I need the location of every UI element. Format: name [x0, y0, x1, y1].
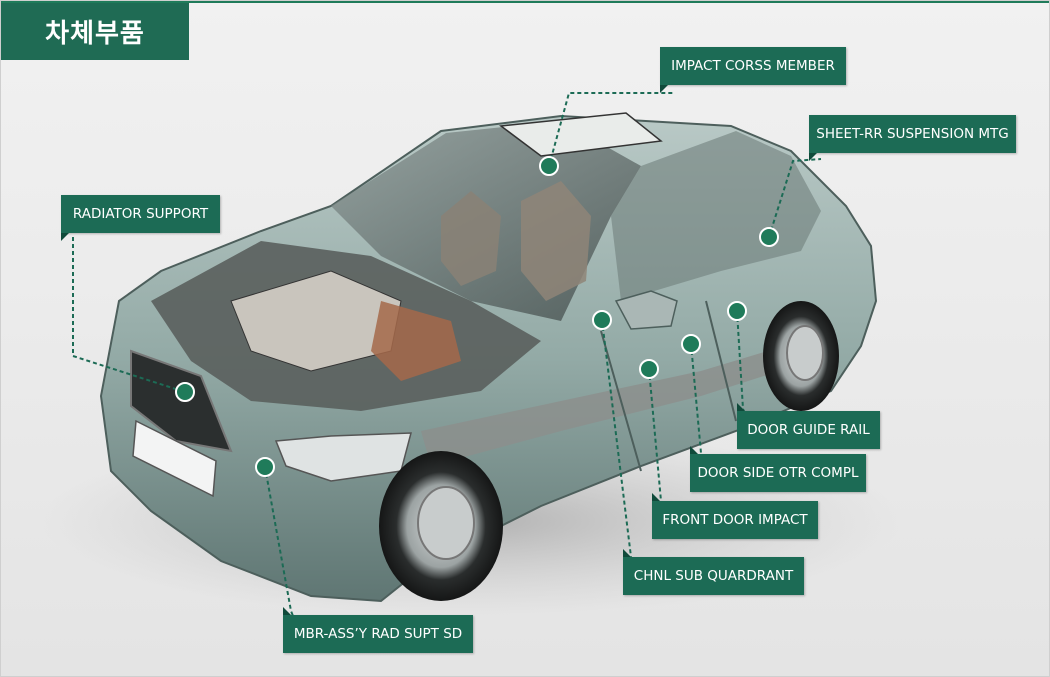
- door-line: [600, 330, 642, 472]
- part-label-text: MBR-ASS’Y RAD SUPT SD: [293, 626, 463, 642]
- label-chnl-sub-quardrant[interactable]: CHNL SUB QUARDRANT: [623, 549, 804, 595]
- leader-line: [768, 158, 822, 238]
- title-box: 차체부품: [1, 3, 189, 60]
- leader-line: [601, 319, 636, 579]
- label-radiator-support[interactable]: RADIATOR SUPPORT: [61, 195, 220, 241]
- seat: [521, 181, 591, 301]
- label-front-door-impact[interactable]: FRONT DOOR IMPACT: [652, 493, 818, 539]
- side-mirror: [614, 290, 678, 330]
- part-label-text: DOOR SIDE OTR COMPL: [697, 465, 859, 481]
- marker-dot: [175, 382, 195, 402]
- top-border-line: [1, 1, 1049, 3]
- chassis-frame: [421, 341, 811, 466]
- marker-dot: [759, 227, 779, 247]
- marker-dot: [639, 359, 659, 379]
- label-door-side-otr-compl[interactable]: DOOR SIDE OTR COMPL: [690, 446, 866, 492]
- leader-line: [690, 343, 707, 476]
- part-label-text: CHNL SUB QUARDRANT: [633, 568, 794, 584]
- marker-dot: [727, 301, 747, 321]
- marker-dot: [681, 334, 701, 354]
- part-label-text: SHEET-RR SUSPENSION MTG: [816, 126, 1009, 142]
- label-impact-corss-member[interactable]: IMPACT CORSS MEMBER: [660, 47, 846, 93]
- license-plate: [132, 419, 217, 498]
- engine-part: [371, 301, 461, 381]
- part-label-text: RADIATOR SUPPORT: [72, 206, 209, 222]
- door-line: [705, 300, 737, 422]
- label-door-guide-rail[interactable]: DOOR GUIDE RAIL: [737, 403, 880, 449]
- rear-wheel-hub: [786, 325, 824, 381]
- rear-glass: [611, 131, 821, 301]
- front-wheel-hub: [417, 486, 475, 560]
- marker-dot: [539, 156, 559, 176]
- marker-dot: [255, 457, 275, 477]
- sunroof: [499, 112, 663, 157]
- part-label-text: DOOR GUIDE RAIL: [747, 422, 870, 438]
- leader-line: [548, 92, 673, 167]
- leader-line: [72, 237, 186, 393]
- label-sheet-rr-suspension-mtg[interactable]: SHEET-RR SUSPENSION MTG: [809, 115, 1016, 161]
- marker-dot: [592, 310, 612, 330]
- seat: [441, 191, 501, 286]
- page-title: 차체부품: [45, 19, 145, 49]
- part-label-text: IMPACT CORSS MEMBER: [671, 58, 835, 74]
- part-label-text: FRONT DOOR IMPACT: [662, 512, 808, 528]
- label-mbr-assy-rad-supt-sd[interactable]: MBR-ASS’Y RAD SUPT SD: [283, 607, 473, 653]
- leader-line: [264, 466, 296, 622]
